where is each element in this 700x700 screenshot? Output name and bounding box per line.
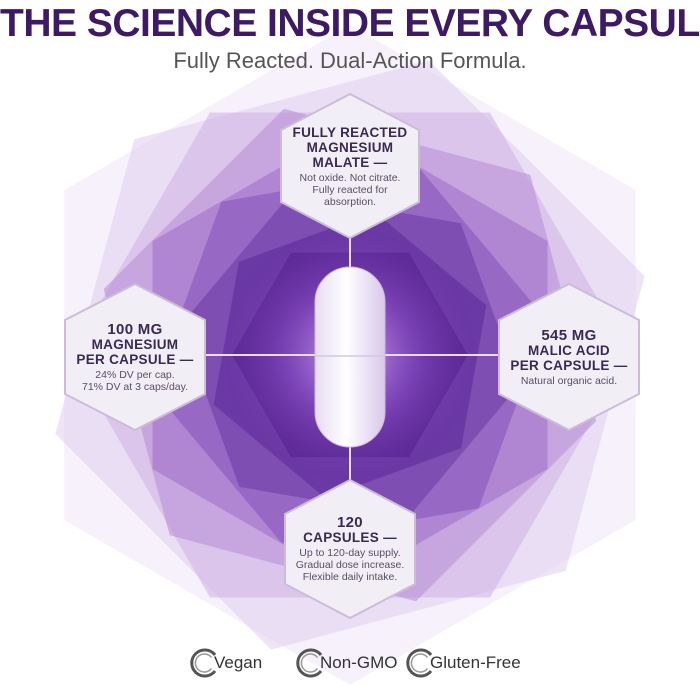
badge-vegan: Vegan [188,646,262,680]
callout-heading: 545 MG MALIC ACID PER CAPSULE — [510,326,628,373]
callout-description: Not oxide. Not citrate. Fully reacted fo… [299,171,401,208]
certification-badges: Vegan Non-GMO Gluten-Free [0,646,700,680]
callout-capsule-count: 120 CAPSULES — Up to 120-day supply. Gra… [282,478,418,620]
callout-heading: 120 CAPSULES — [303,514,397,545]
callout-heading: FULLY REACTED MAGNESIUM MALATE — [292,124,408,170]
badge-gluten-free: Gluten-Free [404,646,521,680]
callout-magnesium-per-capsule: 100 MG MAGNESIUM PER CAPSULE — 24% DV pe… [62,282,208,432]
callout-malic-acid-per-capsule: 545 MG MALIC ACID PER CAPSULE — Natural … [496,282,642,432]
page-title: THE SCIENCE INSIDE EVERY CAPSULE [0,2,700,45]
callout-magnesium-malate: FULLY REACTED MAGNESIUM MALATE — Not oxi… [278,92,422,240]
callout-heading: 100 MG MAGNESIUM PER CAPSULE — [76,320,194,367]
circle-c-icon [404,646,438,680]
circle-c-icon [188,646,222,680]
badge-non-gmo: Non-GMO [294,646,397,680]
callout-description: Up to 120-day supply. Gradual dose incre… [295,547,405,583]
callout-description: Natural organic acid. [520,374,618,387]
circle-c-icon [294,646,328,680]
callout-description: 24% DV per cap. 71% DV at 3 caps/day. [81,368,189,393]
page-subtitle: Fully Reacted. Dual-Action Formula. [173,48,527,73]
capsule [314,266,386,448]
